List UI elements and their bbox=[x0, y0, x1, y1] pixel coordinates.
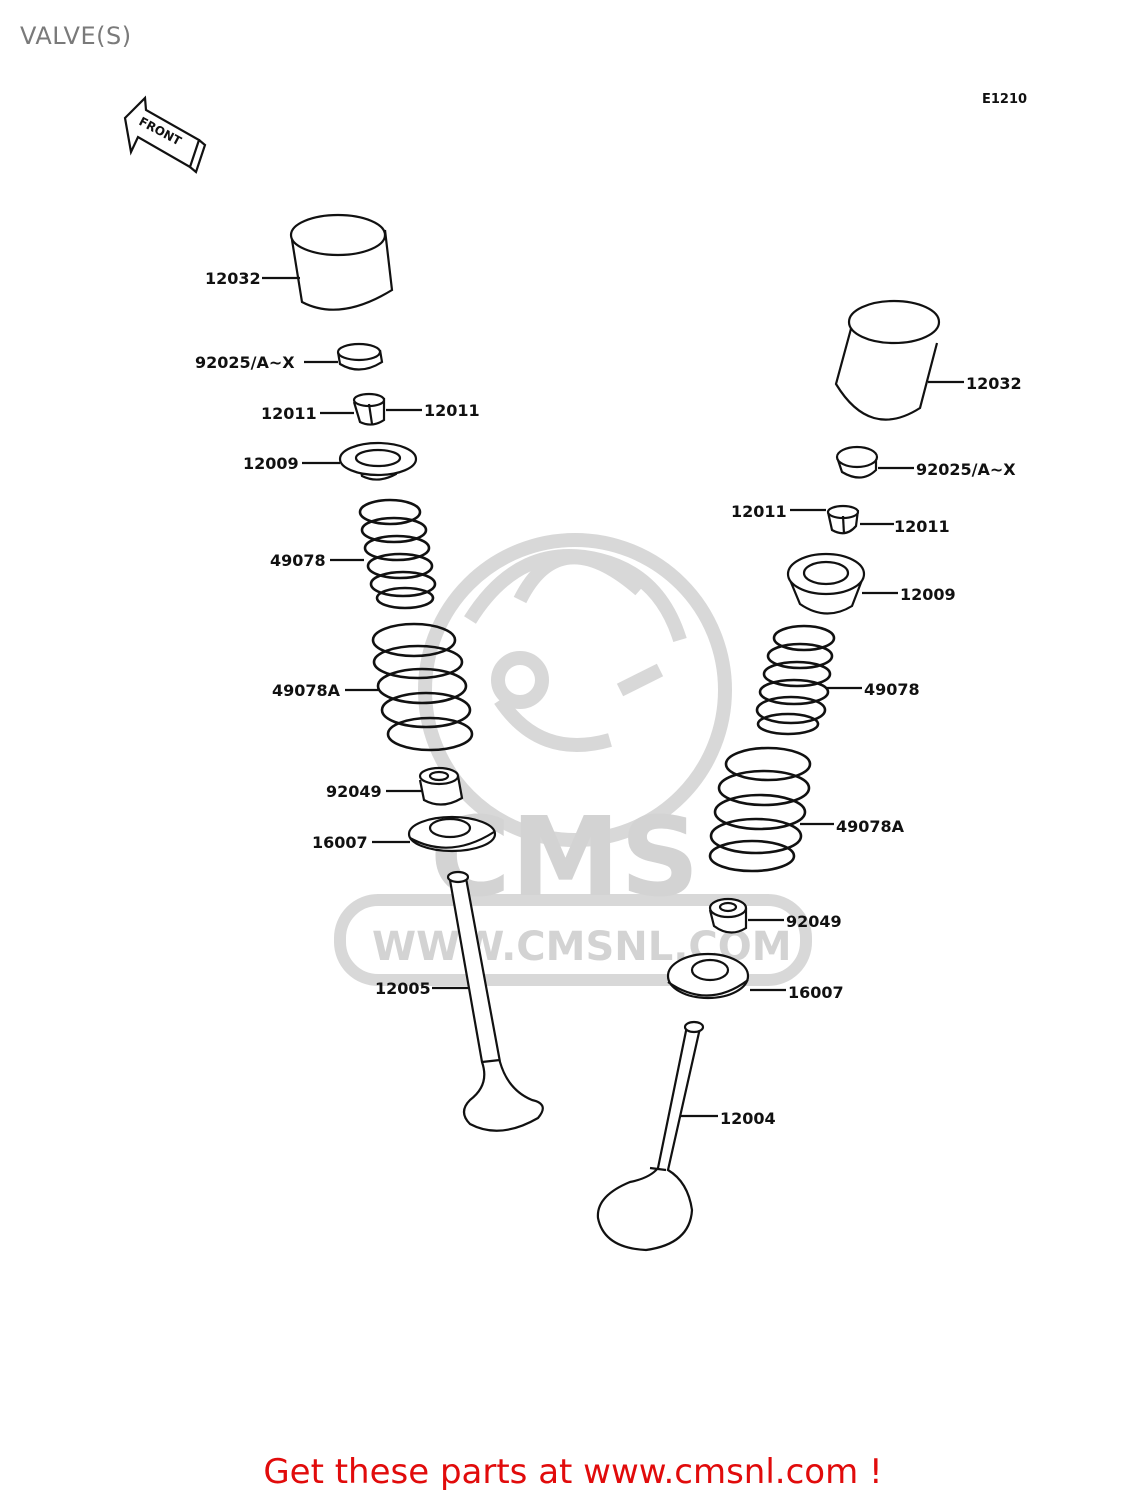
label-left-valve: 12005 bbox=[375, 979, 431, 998]
label-right-outer-spring: 49078A bbox=[836, 817, 905, 836]
label-left-stem-seal: 92049 bbox=[326, 782, 382, 801]
left-valve-assembly bbox=[262, 213, 544, 1132]
right-valve-part bbox=[596, 1020, 705, 1252]
left-tappet-part bbox=[289, 213, 394, 311]
watermark-mascot bbox=[418, 533, 732, 847]
left-retainer-part bbox=[338, 441, 418, 481]
right-retainer-part bbox=[786, 552, 866, 615]
label-left-inner-spring: 49078 bbox=[270, 551, 326, 570]
label-left-keeper-b: 12011 bbox=[424, 401, 480, 420]
right-inner-spring-part bbox=[755, 624, 836, 736]
label-left-tappet: 12032 bbox=[205, 269, 261, 288]
drawing-code: E1210 bbox=[982, 92, 1028, 107]
label-left-keeper-a: 12011 bbox=[261, 404, 317, 423]
right-tappet-part bbox=[834, 299, 941, 421]
label-left-retainer: 12009 bbox=[243, 454, 299, 473]
label-right-spring-seat: 16007 bbox=[788, 983, 844, 1002]
left-inner-spring-part bbox=[358, 498, 437, 610]
left-keeper-part bbox=[352, 392, 386, 426]
right-outer-spring-part bbox=[708, 746, 812, 873]
part-labels: 12032 92025/A~X 12011 12011 12009 49078 … bbox=[195, 269, 1022, 1128]
label-right-inner-spring: 49078 bbox=[864, 680, 920, 699]
label-right-stem-seal: 92049 bbox=[786, 912, 842, 931]
left-shim-part bbox=[336, 342, 384, 371]
left-valve-part bbox=[446, 870, 544, 1132]
label-right-retainer: 12009 bbox=[900, 585, 956, 604]
footer-promo-link[interactable]: Get these parts at www.cmsnl.com ! bbox=[263, 1452, 883, 1492]
left-spring-seat-part bbox=[407, 815, 497, 853]
label-right-valve: 12004 bbox=[720, 1109, 776, 1128]
label-right-keeper-b: 12011 bbox=[894, 517, 950, 536]
page-title: VALVE(S) bbox=[20, 22, 132, 50]
right-stem-seal-part bbox=[708, 897, 748, 934]
label-left-outer-spring: 49078A bbox=[272, 681, 341, 700]
right-keeper-part bbox=[826, 504, 860, 535]
watermark-logo-text: CMS bbox=[430, 793, 699, 921]
label-right-shim: 92025/A~X bbox=[916, 460, 1016, 479]
label-right-tappet: 12032 bbox=[966, 374, 1022, 393]
label-left-spring-seat: 16007 bbox=[312, 833, 368, 852]
left-outer-spring-part bbox=[371, 622, 474, 752]
label-right-keeper-a: 12011 bbox=[731, 502, 787, 521]
front-direction-arrow: FRONT bbox=[123, 95, 207, 174]
watermark-banner bbox=[334, 894, 812, 986]
right-spring-seat-part bbox=[666, 952, 750, 1000]
right-shim-part bbox=[835, 445, 879, 479]
left-stem-seal-part bbox=[418, 766, 464, 806]
label-left-shim: 92025/A~X bbox=[195, 353, 295, 372]
right-valve-assembly bbox=[596, 299, 964, 1252]
